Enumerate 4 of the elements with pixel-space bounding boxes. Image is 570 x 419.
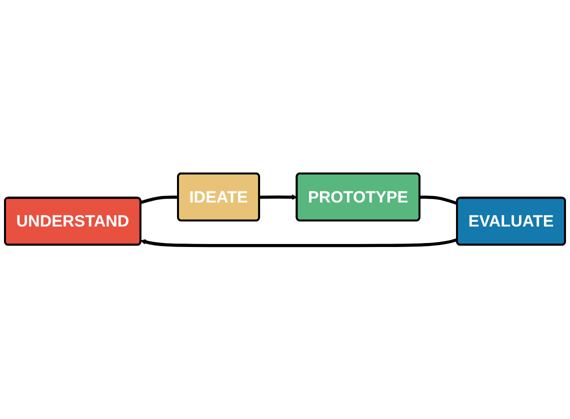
arrow [140,238,458,248]
connector [140,196,178,204]
arrow [259,194,298,200]
connector [420,196,458,206]
